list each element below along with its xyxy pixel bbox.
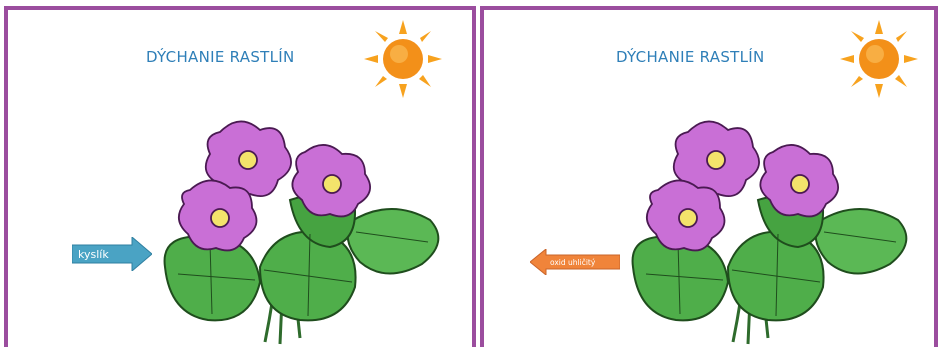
arrow-right-icon: kyslík xyxy=(72,237,152,271)
slide-right: DÝCHANIE RASTLÍN xyxy=(480,6,938,347)
arrow-label: kyslík xyxy=(78,237,132,271)
arrow-label: oxid uhličitý xyxy=(550,249,616,275)
sun-icon xyxy=(840,20,918,98)
plant-illustration xyxy=(628,92,918,347)
arrow-left-icon: oxid uhličitý xyxy=(530,249,620,275)
sun-icon xyxy=(364,20,442,98)
plant-illustration xyxy=(160,92,450,347)
slide-left: DÝCHANIE RASTLÍN xyxy=(4,6,476,347)
